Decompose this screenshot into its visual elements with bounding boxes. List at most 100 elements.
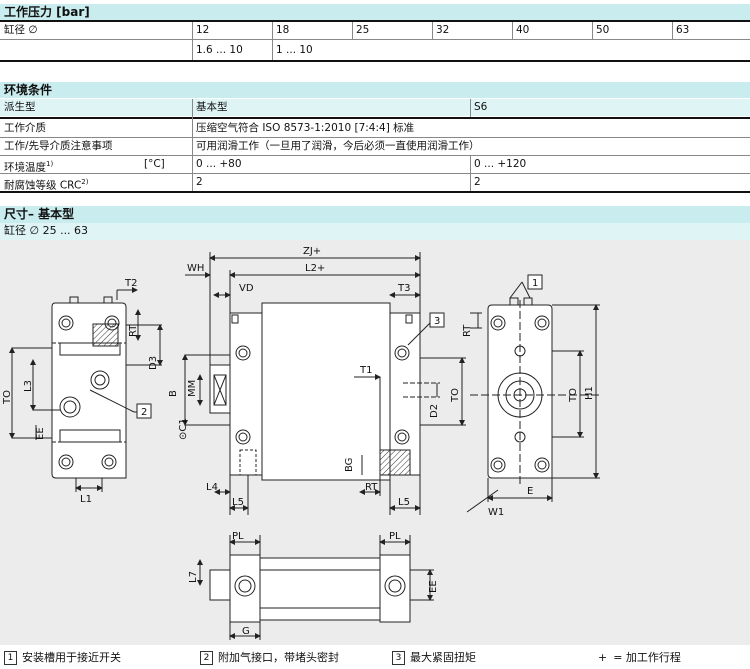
- col-sep: [272, 22, 273, 60]
- dim-l1: L1: [80, 494, 92, 505]
- col-sep: [672, 22, 673, 39]
- dim-pl-right: PL: [389, 531, 401, 542]
- bore-50: 50: [596, 24, 610, 36]
- dim-l5-right: L5: [398, 497, 410, 508]
- crc-basic: 2: [196, 176, 203, 188]
- bore-row-label: 缸径 ∅: [4, 24, 38, 36]
- side-view: [182, 252, 466, 515]
- bore-40: 40: [516, 24, 530, 36]
- right-end-view: [466, 281, 600, 513]
- col-sep: [432, 22, 433, 39]
- bore-12: 12: [196, 24, 210, 36]
- col-sep: [352, 22, 353, 39]
- legend-num-4: +: [598, 651, 608, 664]
- pressure-range-18-63: 1 ... 10: [276, 44, 313, 56]
- dim-ee-bottom: EE: [428, 580, 439, 593]
- crc-label-text: 耐腐蚀等级 CRC: [4, 179, 82, 192]
- callout-3: 3: [434, 316, 440, 327]
- env-row-rule: [0, 137, 750, 138]
- dim-mm: MM: [187, 380, 198, 397]
- temp-unit: [°C]: [144, 158, 165, 170]
- col-sep: [470, 99, 471, 117]
- environment-bottom-rule: [0, 191, 750, 193]
- env-row-rule: [0, 155, 750, 156]
- dim-t2: T2: [124, 278, 137, 289]
- dim-pl-left: PL: [232, 531, 244, 542]
- pilot-label: 工作/先导介质注意事项: [4, 140, 113, 152]
- dim-to-right: TO: [568, 388, 579, 403]
- dim-zj: ZJ+: [303, 246, 321, 257]
- pilot-value: 可用润滑工作（一旦用了润滑，今后必须一直使用润滑工作）: [196, 140, 480, 152]
- bore-25: 25: [356, 24, 370, 36]
- dim-rt-right: RT: [462, 324, 473, 337]
- dim-d3: D3: [148, 356, 159, 370]
- env-row-rule: [0, 173, 750, 174]
- crc-s6: 2: [474, 176, 481, 188]
- environment-top-rule: [0, 117, 750, 119]
- legend-item-3: 3 最大紧固扭矩: [392, 649, 476, 665]
- dim-l7: L7: [188, 571, 199, 583]
- callout-box-1: [527, 274, 543, 290]
- legend-text-2: 附加气接口，带堵头密封: [218, 651, 339, 664]
- callout-box-2: [136, 403, 152, 419]
- dim-l3: L3: [23, 380, 34, 392]
- col-sep: [192, 22, 193, 60]
- dim-rt-left: RT: [128, 324, 139, 337]
- bottom-view: [197, 535, 434, 640]
- medium-value: 压缩空气符合 ISO 8573-1:2010 [7:4:4] 标准: [196, 122, 415, 134]
- callout-2: 2: [141, 407, 147, 418]
- crc-label: 耐腐蚀等级 CRC2): [0, 175, 192, 193]
- environment-header-bg: [0, 99, 750, 116]
- col-sep: [512, 22, 513, 39]
- col-sep: [470, 155, 471, 191]
- left-end-view: [9, 287, 163, 492]
- legend-num-2: 2: [200, 651, 213, 665]
- legend-text-4: = 加工作行程: [613, 651, 681, 664]
- environment-title: 环境条件: [0, 82, 750, 98]
- variant-s6: S6: [474, 101, 488, 113]
- dim-wh: WH: [187, 263, 204, 274]
- col-sep: [192, 99, 193, 191]
- pressure-title: 工作压力 [bar]: [0, 4, 750, 20]
- dim-b: B: [168, 390, 179, 397]
- dim-ee-left: EE: [35, 427, 46, 440]
- legend-text-1: 安装槽用于接近开关: [22, 651, 121, 664]
- legend-item-1: 1 安装槽用于接近开关: [4, 649, 121, 665]
- temp-label-text: 环境温度: [4, 161, 46, 174]
- bore-32: 32: [436, 24, 450, 36]
- drawing-svg: 2 3 1 ZJ+ L2+ WH VD T3 T2 D3 RT TO L3 EE…: [2, 246, 600, 640]
- dim-e: E: [527, 486, 533, 497]
- col-sep: [592, 22, 593, 39]
- bore-18: 18: [276, 24, 290, 36]
- dim-t3: T3: [397, 283, 410, 294]
- dim-d2: D2: [429, 404, 440, 418]
- legend-item-2: 2 附加气接口，带堵头密封: [200, 649, 339, 665]
- callout-1: 1: [532, 278, 538, 289]
- callout-box-3: [429, 312, 445, 328]
- dim-l5-left: L5: [232, 497, 244, 508]
- dim-g: G: [242, 626, 250, 637]
- technical-drawing: 2 3 1 ZJ+ L2+ WH VD T3 T2 D3 RT TO L3 EE…: [0, 240, 750, 645]
- legend: 1 安装槽用于接近开关 2 附加气接口，带堵头密封 3 最大紧固扭矩 + = 加工作行程: [0, 645, 750, 669]
- pressure-row-rule: [0, 39, 750, 40]
- dim-w1: W1: [488, 507, 504, 518]
- temp-basic: 0 ... +80: [196, 158, 242, 170]
- legend-num-3: 3: [392, 651, 405, 665]
- dim-c1: ⊙C1: [178, 418, 189, 440]
- variant-basic: 基本型: [196, 101, 228, 113]
- crc-footnote: 2): [81, 178, 89, 186]
- bore-63: 63: [676, 24, 690, 36]
- pressure-range-12: 1.6 ... 10: [196, 44, 243, 56]
- pressure-top-rule: [0, 20, 750, 22]
- variant-label: 派生型: [4, 101, 36, 113]
- temp-label: 环境温度1): [0, 157, 140, 175]
- dim-to-left: TO: [2, 390, 13, 405]
- dimensions-subtitle: 缸径 ∅ 25 ... 63: [0, 223, 750, 240]
- dim-t1: T1: [359, 365, 372, 376]
- legend-num-1: 1: [4, 651, 17, 665]
- dim-h1: H1: [584, 386, 595, 400]
- legend-text-3: 最大紧固扭矩: [410, 651, 476, 664]
- temp-footnote: 1): [46, 160, 54, 168]
- medium-label: 工作介质: [4, 122, 46, 134]
- legend-item-4: + = 加工作行程: [598, 649, 681, 665]
